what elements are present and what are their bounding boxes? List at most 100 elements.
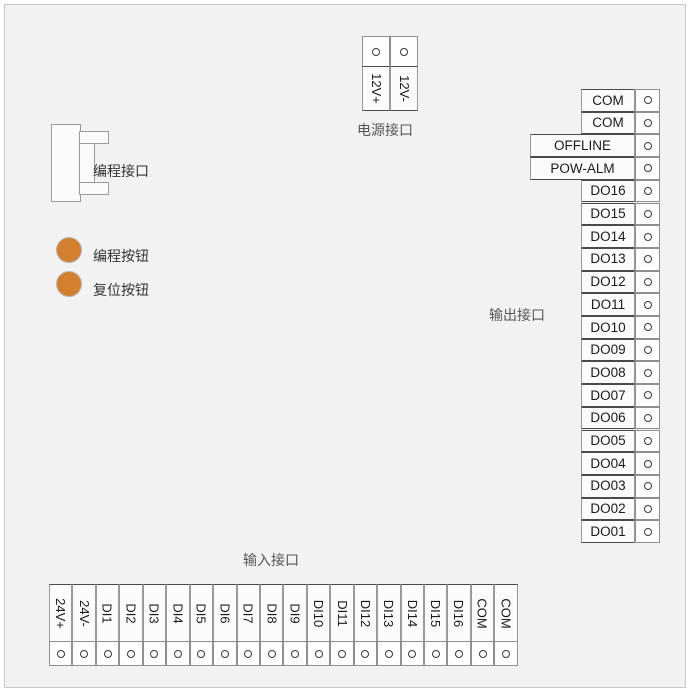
output-terminal-label-cell[interactable]: COM <box>581 111 635 135</box>
input-terminal-label-cell[interactable]: DI9 <box>283 584 307 642</box>
output-terminal-label-cell[interactable]: DO10 <box>581 316 635 339</box>
input-terminal-label: DI16 <box>451 599 467 627</box>
output-terminal-label-cell[interactable]: DO12 <box>581 270 635 294</box>
output-terminal-hole[interactable] <box>635 293 660 316</box>
input-terminal-hole[interactable] <box>49 641 73 666</box>
output-terminal-hole[interactable] <box>635 384 660 407</box>
input-terminal-label-cell[interactable]: DI4 <box>166 584 190 642</box>
power-terminal-12v-plus[interactable]: 12V+ <box>362 66 390 111</box>
output-terminal-hole[interactable] <box>635 270 660 294</box>
output-terminal-hole[interactable] <box>635 134 660 158</box>
input-terminal-label: DI12 <box>357 599 373 627</box>
terminal-hole-icon <box>267 649 276 658</box>
output-terminal-label-cell[interactable]: DO01 <box>581 520 635 543</box>
power-terminal-12v-minus[interactable]: 12V- <box>390 66 418 111</box>
output-terminal-row: DO03 <box>581 474 660 498</box>
input-terminal-label-cell[interactable]: DI12 <box>353 584 378 642</box>
output-terminal-hole[interactable] <box>635 316 660 339</box>
output-terminal-hole[interactable] <box>635 474 660 498</box>
input-terminal-hole[interactable] <box>95 641 120 666</box>
output-terminal-label-cell[interactable]: DO03 <box>581 474 635 498</box>
input-terminal-label-cell[interactable]: DI14 <box>400 584 424 642</box>
input-terminal-hole[interactable] <box>213 641 237 666</box>
input-terminal-hole[interactable] <box>306 641 331 666</box>
input-terminal-label-cell[interactable]: COM <box>494 584 518 642</box>
output-terminal-hole[interactable] <box>635 520 660 543</box>
input-terminal-label-cell[interactable]: DI3 <box>142 584 167 642</box>
output-terminal-label-cell[interactable]: DO13 <box>581 247 635 271</box>
input-terminal-hole[interactable] <box>142 641 167 666</box>
input-terminal-hole[interactable] <box>189 641 214 666</box>
output-terminal-label-cell[interactable]: DO02 <box>581 497 635 521</box>
output-terminal-label-cell[interactable]: OFFLINE <box>530 134 635 158</box>
output-terminal-hole[interactable] <box>635 338 660 362</box>
input-terminal-hole[interactable] <box>470 641 495 666</box>
output-terminal-label: DO10 <box>590 319 626 335</box>
input-terminal-label-cell[interactable]: DI1 <box>95 584 120 642</box>
output-terminal-hole[interactable] <box>635 89 660 112</box>
output-terminal-hole[interactable] <box>635 111 660 135</box>
input-terminal-label-cell[interactable]: DI10 <box>306 584 331 642</box>
input-terminal-hole[interactable] <box>236 641 260 666</box>
input-terminal-label-cell[interactable]: 24V+ <box>49 584 73 642</box>
input-terminal-hole[interactable] <box>119 641 143 666</box>
output-terminal-hole[interactable] <box>635 225 660 248</box>
input-terminal-hole[interactable] <box>494 641 518 666</box>
output-terminal-label-cell[interactable]: DO05 <box>581 429 635 453</box>
input-terminal-label-cell[interactable]: DI13 <box>377 584 401 642</box>
input-terminal-label-cell[interactable]: DI7 <box>236 584 260 642</box>
output-terminal-row: DO10 <box>581 316 660 339</box>
terminal-hole-icon <box>103 649 112 658</box>
input-terminal-hole[interactable] <box>259 641 284 666</box>
output-terminal-label-cell[interactable]: DO14 <box>581 225 635 248</box>
output-terminal-hole[interactable] <box>635 179 660 203</box>
output-terminal-label-cell[interactable]: DO04 <box>581 452 635 475</box>
output-terminal-hole[interactable] <box>635 247 660 271</box>
output-terminal-label-cell[interactable]: DO07 <box>581 384 635 407</box>
input-terminal-hole[interactable] <box>377 641 401 666</box>
input-terminal-label-cell[interactable]: DI15 <box>424 584 448 642</box>
input-terminal-label: DI8 <box>264 602 280 624</box>
terminal-hole-icon <box>197 649 206 658</box>
input-terminal-hole[interactable] <box>72 641 96 666</box>
input-terminal-label-cell[interactable]: DI11 <box>330 584 354 642</box>
input-terminal-label-cell[interactable]: DI8 <box>259 584 284 642</box>
output-terminal-hole[interactable] <box>635 157 660 180</box>
output-terminal-label-cell[interactable]: DO09 <box>581 338 635 362</box>
output-terminal-label-cell[interactable]: POW-ALM <box>530 157 635 180</box>
input-terminal-label-cell[interactable]: DI6 <box>213 584 237 642</box>
output-terminal-hole[interactable] <box>635 452 660 475</box>
input-terminal-hole[interactable] <box>447 641 471 666</box>
output-terminal-label-cell[interactable]: DO16 <box>581 179 635 203</box>
input-interface-caption: 输入接口 <box>243 552 299 568</box>
reset-button[interactable] <box>56 271 82 297</box>
output-terminal-label-cell[interactable]: DO15 <box>581 202 635 226</box>
output-terminal-label-cell[interactable]: COM <box>581 89 635 112</box>
input-terminal-label: DI7 <box>240 602 256 624</box>
output-terminal-label-cell[interactable]: DO08 <box>581 361 635 385</box>
input-terminal-label-cell[interactable]: DI5 <box>189 584 214 642</box>
input-terminal-hole[interactable] <box>330 641 354 666</box>
input-terminal-hole[interactable] <box>424 641 448 666</box>
input-terminal-hole[interactable] <box>353 641 378 666</box>
output-terminal-hole[interactable] <box>635 429 660 453</box>
output-terminal-hole[interactable] <box>635 361 660 385</box>
input-terminal-hole[interactable] <box>166 641 190 666</box>
output-terminal-hole[interactable] <box>635 406 660 430</box>
input-terminal-label-cell[interactable]: DI2 <box>119 584 143 642</box>
output-terminal-hole[interactable] <box>635 497 660 521</box>
output-terminal-label-cell[interactable]: DO11 <box>581 293 635 316</box>
power-terminal-hole[interactable] <box>362 36 390 67</box>
output-terminal-label: COM <box>592 115 624 131</box>
input-terminal-label-cell[interactable]: DI16 <box>447 584 471 642</box>
programming-interface-caption: 编程接口 <box>93 163 149 179</box>
input-terminal-label-cell[interactable]: 24V- <box>72 584 96 642</box>
power-terminal-hole[interactable] <box>390 36 418 67</box>
output-terminal-hole[interactable] <box>635 202 660 226</box>
input-terminal-hole[interactable] <box>283 641 307 666</box>
program-button[interactable] <box>56 237 82 263</box>
programming-port-connector[interactable] <box>51 124 109 202</box>
input-terminal-hole[interactable] <box>400 641 424 666</box>
input-terminal-label-cell[interactable]: COM <box>470 584 495 642</box>
output-terminal-label-cell[interactable]: DO06 <box>581 406 635 430</box>
